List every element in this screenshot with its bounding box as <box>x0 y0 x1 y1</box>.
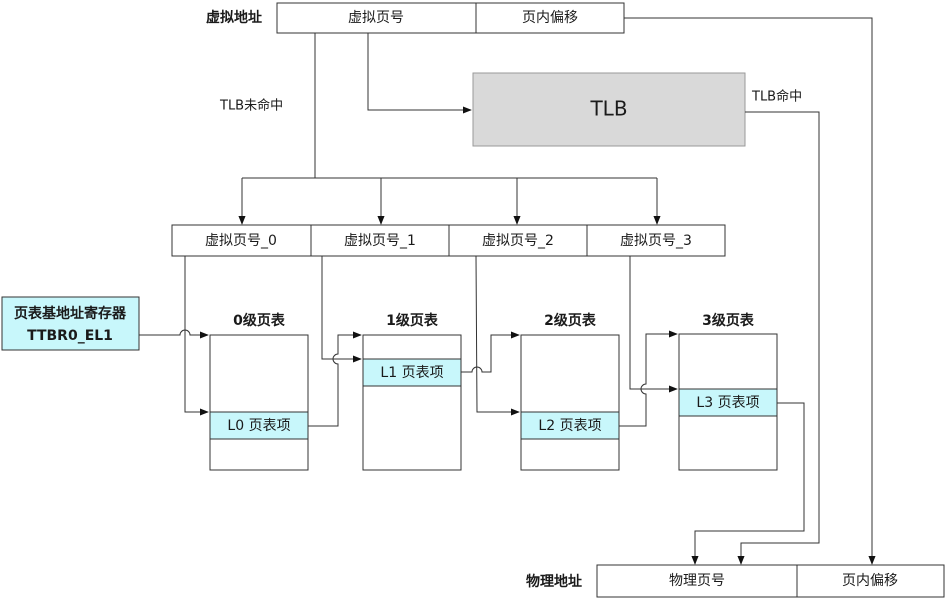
vpn-split-register: 虚拟页号_0 虚拟页号_1 虚拟页号_2 虚拟页号_3 <box>171 224 726 257</box>
physical-page-number-text: 物理页号 <box>669 573 725 589</box>
page-table-1-title: 1级页表 <box>386 312 439 329</box>
vpn0-to-l0-entry-arrow <box>184 256 209 416</box>
page-table-0-entry <box>209 411 309 440</box>
vpn-field-0 <box>171 224 312 257</box>
ttbr0-el1-register <box>1 296 140 351</box>
vpn-to-tlb-arrow <box>367 33 472 114</box>
physical-address-label: 物理地址 <box>526 573 582 590</box>
l1-entry-to-l2-arrow <box>461 331 520 373</box>
physical-address-register: 物理页号 页内偏移 <box>596 564 945 598</box>
tlb-miss-label: TLB未命中 <box>219 98 283 114</box>
tlb-box <box>472 72 746 147</box>
page-table-3-entry-text: L3 页表项 <box>696 395 759 411</box>
ttbr-to-l0-arrow <box>139 329 209 339</box>
page-table-3-title: 3级页表 <box>702 312 755 329</box>
page-table-1 <box>362 334 462 471</box>
base-register-line1: 页表基地址寄存器 <box>14 305 127 322</box>
vpn-field-3 <box>586 224 726 257</box>
virtual-address-label: 虚拟地址 <box>206 9 262 26</box>
virtual-page-number-text: 虚拟页号 <box>348 10 404 26</box>
virtual-address-register: 虚拟页号 页内偏移 <box>276 2 625 34</box>
page-table-2-entry <box>520 411 620 440</box>
page-table-0-title: 0级页表 <box>233 312 286 329</box>
page-table-0 <box>209 334 309 471</box>
l0-entry-to-l1-arrow <box>308 331 362 427</box>
vpn3-to-l3-entry-arrow <box>629 256 678 393</box>
vpn-field-1 <box>310 224 450 257</box>
tlb-hit-to-ppn-arrow <box>737 111 820 565</box>
vpn-field-1-text: 虚拟页号_1 <box>344 233 416 249</box>
vpn1-to-l1-entry-arrow <box>321 256 362 363</box>
page-table-2-entry-text: L2 页表项 <box>538 418 601 434</box>
virtual-page-offset-text: 页内偏移 <box>522 10 578 26</box>
vpn-field-0-text: 虚拟页号_0 <box>205 233 277 249</box>
l3-entry-to-ppn-arrow <box>691 402 805 565</box>
physical-page-offset-field <box>796 564 945 598</box>
page-table-1-entry <box>362 358 462 387</box>
vpn-field-3-text: 虚拟页号_3 <box>620 233 692 249</box>
offset-passthrough-arrow <box>624 17 876 565</box>
page-table-3-entry <box>678 388 778 417</box>
page-table-0-entry-text: L0 页表项 <box>227 418 290 434</box>
l2-entry-to-l3-arrow <box>619 330 678 427</box>
vpn2-to-l2-entry-arrow <box>475 255 520 416</box>
page-table-1-entry-text: L1 页表项 <box>380 365 443 381</box>
virtual-page-offset-field <box>475 2 625 34</box>
page-table-2 <box>520 334 620 471</box>
page-table-2-title: 2级页表 <box>544 312 597 329</box>
vpn-field-2-text: 虚拟页号_2 <box>482 233 554 249</box>
vpn-field-2 <box>448 224 588 257</box>
virtual-page-number-field <box>276 2 477 34</box>
base-register-line2: TTBR0_EL1 <box>27 328 113 344</box>
physical-page-offset-text: 页内偏移 <box>842 573 898 589</box>
tlb-text: TLB <box>589 97 627 121</box>
tlb-hit-label: TLB命中 <box>751 89 802 105</box>
